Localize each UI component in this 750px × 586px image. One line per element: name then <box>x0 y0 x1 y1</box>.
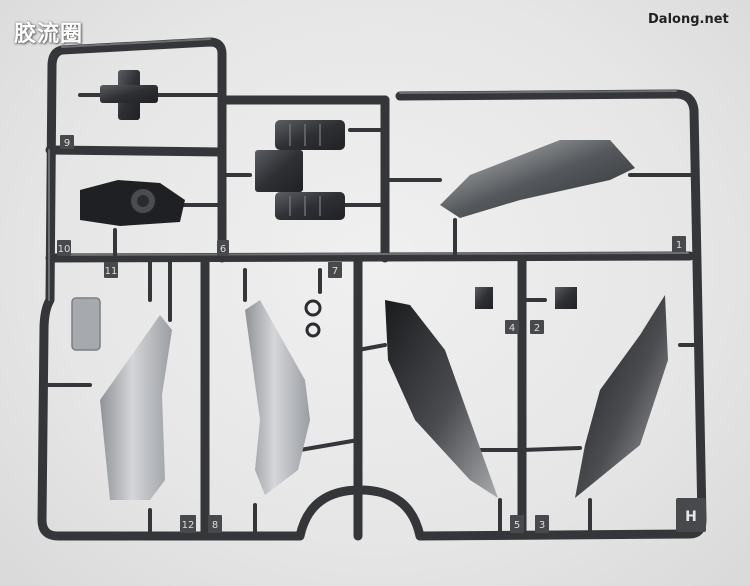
tag-6: 6 <box>220 244 226 255</box>
part-blade-top-right <box>440 140 635 218</box>
tag-8: 8 <box>212 520 218 531</box>
watermark-site-name: Dalong.net <box>648 12 729 27</box>
watermark-logo-cn: 胶流圈 <box>14 22 84 47</box>
part-connector-b <box>555 287 577 309</box>
tag-3: 3 <box>539 520 545 531</box>
part-dark-housing <box>80 180 185 226</box>
part-dark-wing-left <box>385 300 498 498</box>
tag-7: 7 <box>332 266 338 277</box>
part-dark-wing-right <box>575 295 668 498</box>
tag-1: 1 <box>676 240 682 251</box>
tag-5: 5 <box>514 520 520 531</box>
tag-2: 2 <box>534 323 540 334</box>
part-silver-panel-middle <box>245 300 310 495</box>
tag-9: 9 <box>64 138 70 149</box>
part-bracket-top <box>100 70 158 120</box>
tag-4: 4 <box>509 323 515 334</box>
tag-11: 11 <box>105 266 118 277</box>
sprue-letter-tag: H <box>685 509 697 525</box>
tag-10: 10 <box>58 244 71 255</box>
part-small-clip <box>71 297 101 351</box>
part-track-blocks <box>255 120 345 220</box>
part-small-ring <box>304 299 322 338</box>
part-connector-a <box>475 287 493 309</box>
tag-12: 12 <box>182 520 195 531</box>
part-silver-panel-left <box>100 315 172 500</box>
